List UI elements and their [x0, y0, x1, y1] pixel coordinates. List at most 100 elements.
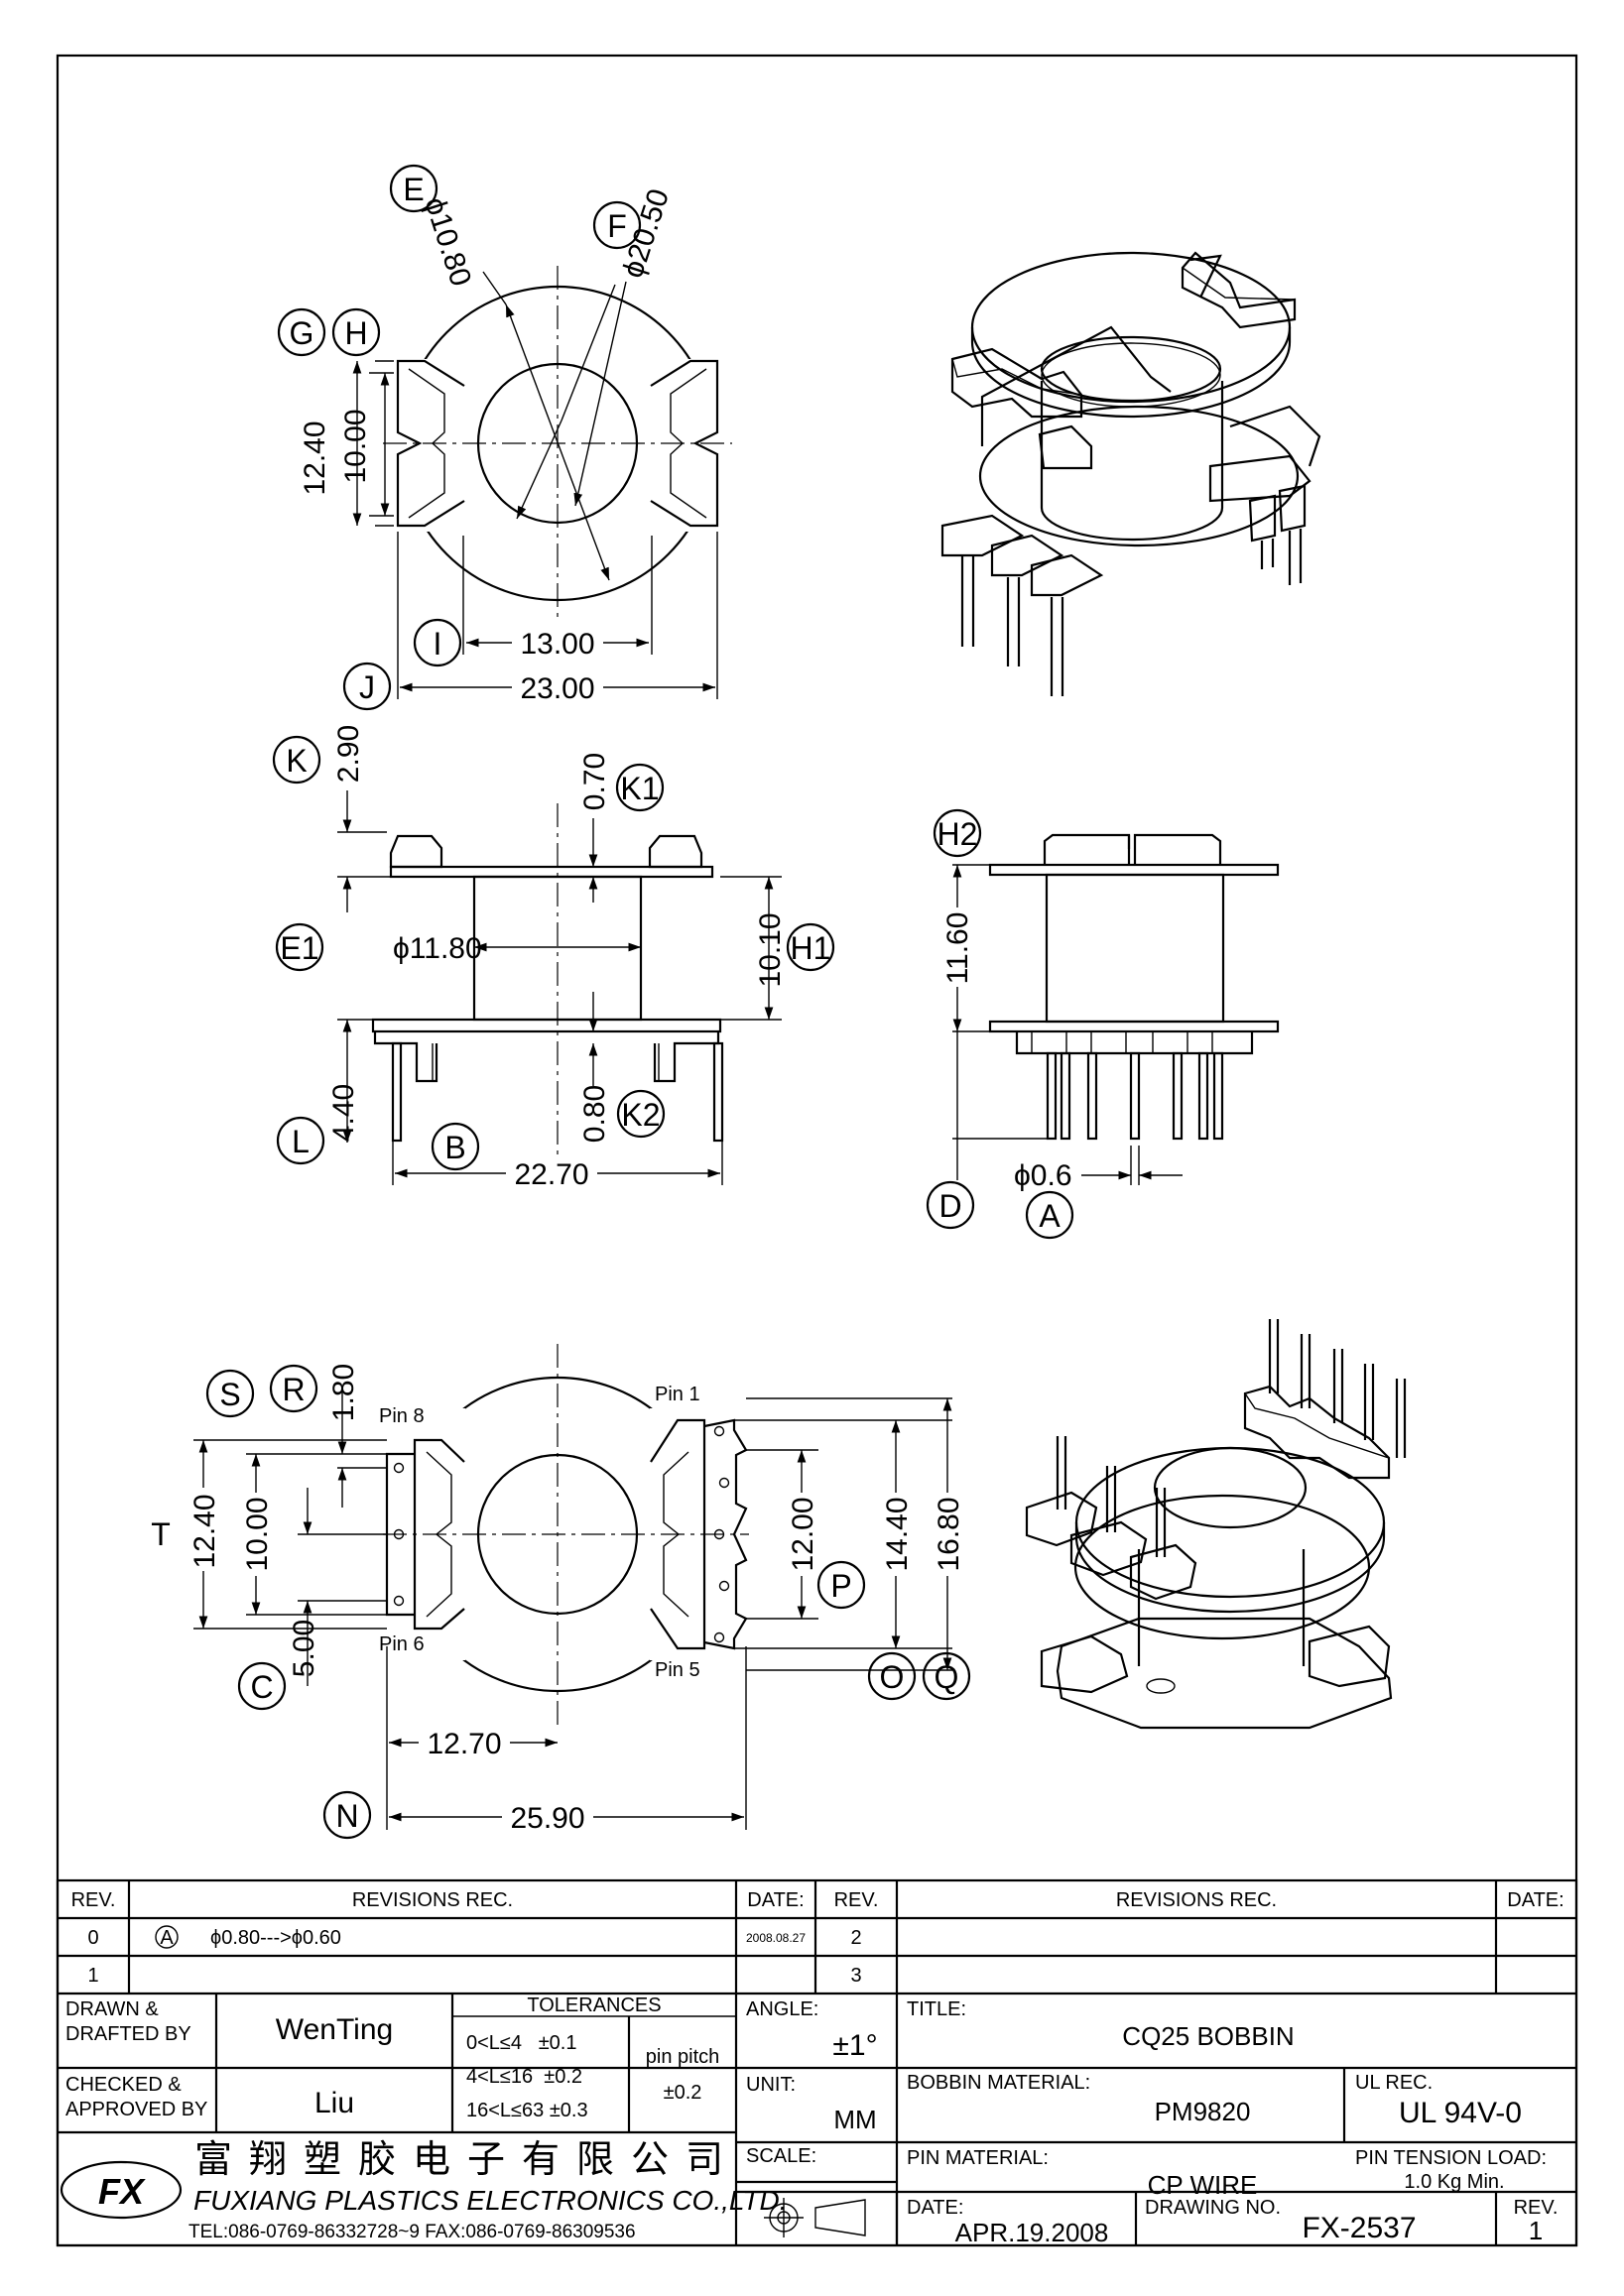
pin-hole-5 — [713, 1631, 725, 1643]
tolerance-row-2: 4<L≤16 ±0.2 — [466, 2066, 582, 2088]
unit-value: MM — [833, 2105, 876, 2134]
rev-value: 1 — [1529, 2216, 1543, 2245]
rev-row-1: 1 — [87, 1965, 98, 1987]
callout-G: G — [290, 315, 314, 351]
date-header-left: DATE: — [747, 1889, 804, 1911]
dim-4-40: 4.40 — [327, 1084, 360, 1142]
drawing-no-value: FX-2537 — [1302, 2212, 1416, 2244]
pin-8-label: Pin 8 — [379, 1405, 425, 1427]
dim-1-80: 1.80 — [327, 1364, 360, 1421]
dim-0-70: 0.70 — [578, 753, 611, 810]
dim-5-00: 5.00 — [288, 1620, 320, 1677]
pin-5-label: Pin 5 — [655, 1659, 700, 1681]
dim-12-00: 12.00 — [787, 1497, 819, 1571]
top-right-wing — [650, 359, 719, 528]
rev-header-right: REV. — [834, 1889, 879, 1911]
callout-K2: K2 — [621, 1097, 660, 1133]
bottom-view: 12.70 25.90 12.40 10.00 1.80 5.00 12.00 … — [185, 1344, 965, 1835]
callout-Q: Q — [935, 1659, 959, 1695]
callout-L: L — [292, 1124, 310, 1159]
drawn-label: DRAWN & DRAFTED BY — [65, 1998, 191, 2045]
sheet-border — [56, 54, 1578, 2247]
angle-value: ±1° — [832, 2029, 877, 2062]
drawn-value: WenTing — [276, 2013, 393, 2046]
tolerance-row-1: 0<L≤4 ±0.1 — [466, 2032, 576, 2054]
dim-12-70: 12.70 — [427, 1728, 501, 1760]
top-left-wing — [396, 359, 465, 528]
dim-12-40-bottom: 12.40 — [188, 1494, 221, 1568]
angle-label: ANGLE: — [746, 1998, 818, 2020]
ul-label: UL REC. — [1355, 2072, 1433, 2094]
dim-10-00-top: 10.00 — [339, 409, 372, 483]
callout-J: J — [359, 669, 375, 705]
label-T: T — [151, 1516, 171, 1552]
dim-25-90: 25.90 — [510, 1802, 584, 1835]
tolerances-title: TOLERANCES — [527, 1994, 661, 2016]
rev-label: REV. — [1514, 2197, 1559, 2219]
callout-O: O — [880, 1659, 905, 1695]
callout-D: D — [938, 1188, 961, 1224]
dim-12-40-top: 12.40 — [299, 421, 331, 495]
callout-K1: K1 — [620, 771, 659, 806]
date-label: DATE: — [907, 2197, 963, 2219]
callout-A: A — [1039, 1198, 1061, 1234]
pin-hole-2 — [718, 1477, 730, 1489]
rev-row-0-mark: A — [160, 1927, 174, 1949]
dim-11-60: 11.60 — [941, 912, 974, 985]
drawing-no-label: DRAWING NO. — [1145, 2197, 1281, 2219]
callout-N: N — [335, 1798, 358, 1834]
company-contact: TEL:086-0769-86332728~9 FAX:086-0769-863… — [188, 2222, 636, 2242]
scale-label: SCALE: — [746, 2145, 816, 2167]
title-value: CQ25 BOBBIN — [1122, 2021, 1294, 2051]
callout-H: H — [344, 315, 367, 351]
dim-phi-11-80: ϕ11.80 — [393, 932, 482, 965]
isometric-view-top — [940, 251, 1321, 696]
dim-14-40: 14.40 — [881, 1497, 914, 1571]
company-logo: FX — [60, 2160, 183, 2220]
front-view: 22.70 ϕ11.80 2.90 0.70 10.10 4.40 0.80 — [327, 725, 787, 1191]
pin-material-value: CP WIRE — [1148, 2170, 1258, 2200]
callout-F: F — [607, 208, 627, 244]
tolerance-row-3: 16<L≤63 ±0.3 — [466, 2100, 588, 2121]
dim-phi-0-6: ϕ0.6 — [1014, 1159, 1072, 1192]
pin-1-label: Pin 1 — [655, 1384, 700, 1405]
dim-10-00-bottom: 10.00 — [241, 1497, 274, 1571]
callout-circles: E F G H I J K K1 E1 H1 L B K2 H2 D A S R… — [151, 164, 1074, 1840]
pin-hole-8 — [393, 1462, 405, 1474]
rev-row-3: 3 — [850, 1965, 861, 1987]
top-view: 13.00 23.00 ϕ10.80 ϕ20.50 12.40 10.00 — [299, 185, 732, 705]
callout-S: S — [219, 1377, 240, 1412]
side-view: 11.60 ϕ0.6 — [937, 833, 1280, 1192]
checked-label: CHECKED & APPROVED BY — [65, 2074, 208, 2120]
revisions-header-left: REVISIONS REC. — [352, 1889, 513, 1911]
pin-pitch-value: ±0.2 — [664, 2082, 702, 2104]
rev-header-left: REV. — [71, 1889, 116, 1911]
callout-H2: H2 — [937, 816, 978, 852]
dim-16-80: 16.80 — [933, 1497, 965, 1571]
title-block: REV. REVISIONS REC. DATE: REV. REVISIONS… — [56, 1878, 1578, 2247]
dim-0-80: 0.80 — [578, 1085, 611, 1143]
ul-value: UL 94V-0 — [1399, 2097, 1522, 2129]
company-logo-text: FX — [98, 2171, 146, 2212]
callout-I: I — [434, 626, 442, 662]
callout-E1: E1 — [280, 930, 318, 966]
dim-10-10: 10.10 — [754, 912, 787, 987]
pin-hole-6 — [393, 1595, 405, 1607]
pin-tension-value: 1.0 Kg Min. — [1404, 2171, 1504, 2193]
dim-22-70: 22.70 — [514, 1158, 588, 1191]
title-label: TITLE: — [907, 1998, 966, 2020]
rev-row-0-desc: ϕ0.80--->ϕ0.60 — [210, 1927, 341, 1949]
revisions-header-right: REVISIONS REC. — [1116, 1889, 1277, 1911]
isometric-view-bottom — [1025, 1319, 1407, 1730]
date-header-right: DATE: — [1507, 1889, 1563, 1911]
checked-value: Liu — [314, 2087, 354, 2119]
pin-material-label: PIN MATERIAL: — [907, 2147, 1049, 2169]
company-name-cn: 富翔塑胶电子有限公司 — [194, 2139, 740, 2181]
pin-hole-1 — [713, 1425, 725, 1437]
callout-E: E — [403, 172, 424, 207]
rev-row-0: 0 — [87, 1927, 98, 1949]
projection-symbol — [764, 2198, 866, 2237]
company-name-en: FUXIANG PLASTICS ELECTRONICS CO.,LTD. — [193, 2185, 787, 2216]
callout-R: R — [282, 1372, 305, 1407]
